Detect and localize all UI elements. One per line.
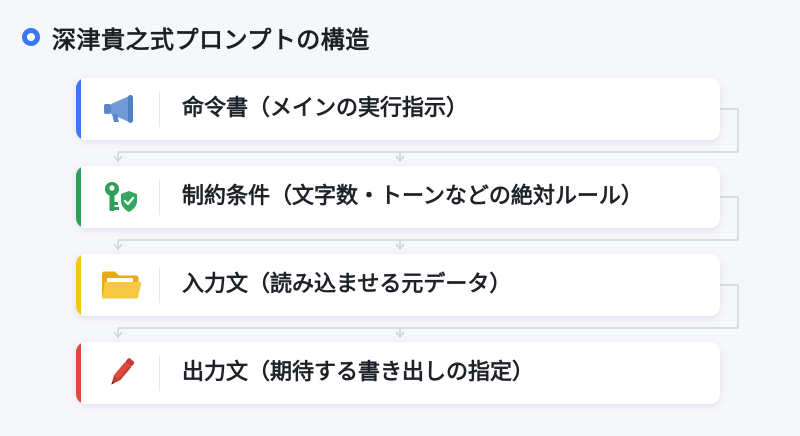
step-card-output: 出力文（期待する書き出しの指定） <box>76 342 720 404</box>
step-card-input: 入力文（読み込ませる元データ） <box>76 254 720 316</box>
step-card-constraints: 制約条件（文字数・トーンなどの絶対ルール） <box>76 166 720 228</box>
megaphone-icon <box>100 91 142 127</box>
card-divider <box>159 179 160 215</box>
step-label: 命令書（メインの実行指示） <box>182 96 469 121</box>
accent-bar <box>76 254 81 316</box>
card-divider <box>159 91 160 127</box>
step-label: 出力文（期待する書き出しの指定） <box>182 360 535 385</box>
pen-icon <box>100 355 142 391</box>
accent-bar <box>76 342 81 404</box>
diagram-header: 深津貴之式プロンプトの構造 <box>22 22 370 54</box>
folder-icon <box>100 267 142 303</box>
diagram-title: 深津貴之式プロンプトの構造 <box>52 25 370 54</box>
accent-bar <box>76 78 81 140</box>
step-label: 制約条件（文字数・トーンなどの絶対ルール） <box>182 184 643 209</box>
card-divider <box>159 355 160 391</box>
step-label: 入力文（読み込ませる元データ） <box>182 272 512 297</box>
key-shield-icon <box>100 179 142 215</box>
step-card-instruction: 命令書（メインの実行指示） <box>76 78 720 140</box>
accent-bar <box>76 166 81 228</box>
card-divider <box>159 267 160 303</box>
circle-bullet-icon <box>22 28 40 46</box>
